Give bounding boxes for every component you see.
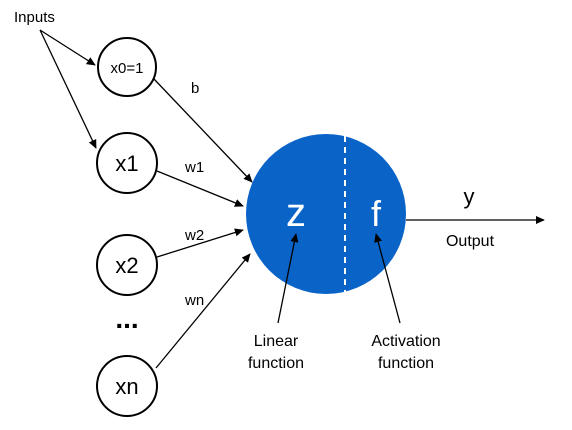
- linear-function-label-line2: function: [248, 355, 304, 372]
- inputs-label: Inputs: [14, 9, 55, 26]
- ellipsis: ...: [115, 303, 138, 334]
- input-node-xn-label: xn: [115, 374, 138, 399]
- neuron: z f: [246, 134, 406, 294]
- input-node-x1-label: x1: [115, 151, 138, 176]
- edge-b: [153, 78, 253, 183]
- weight-label-b: b: [191, 80, 199, 97]
- neuron-circle: [246, 134, 406, 294]
- activation-function-arrow: [374, 233, 401, 324]
- edge-wn: [155, 253, 251, 369]
- inputs-to-x0-arrow: [39, 29, 96, 66]
- input-node-x2-label: x2: [115, 253, 138, 278]
- neuron-f-label: f: [371, 193, 382, 234]
- weight-label-w1: w1: [184, 159, 204, 176]
- edge-w2: [156, 228, 244, 258]
- weight-label-w2: w2: [184, 227, 204, 244]
- edge-w1: [156, 170, 244, 207]
- activation-function-label-line2: function: [378, 355, 434, 372]
- output-label: Output: [446, 233, 495, 250]
- input-node-x2: x2: [96, 234, 158, 296]
- input-node-x0: x0=1: [97, 37, 157, 97]
- weight-label-wn: wn: [184, 292, 204, 309]
- linear-function-label-line1: Linear: [254, 333, 299, 350]
- input-node-x1: x1: [96, 132, 158, 194]
- input-node-xn: xn: [96, 355, 158, 417]
- input-node-x0-label: x0=1: [111, 60, 144, 77]
- output-y-label: y: [464, 184, 475, 209]
- neuron-z-label: z: [286, 191, 306, 235]
- activation-function-label-line1: Activation: [371, 333, 440, 350]
- inputs-to-x1-arrow: [39, 29, 97, 149]
- linear-function-arrow: [277, 233, 299, 324]
